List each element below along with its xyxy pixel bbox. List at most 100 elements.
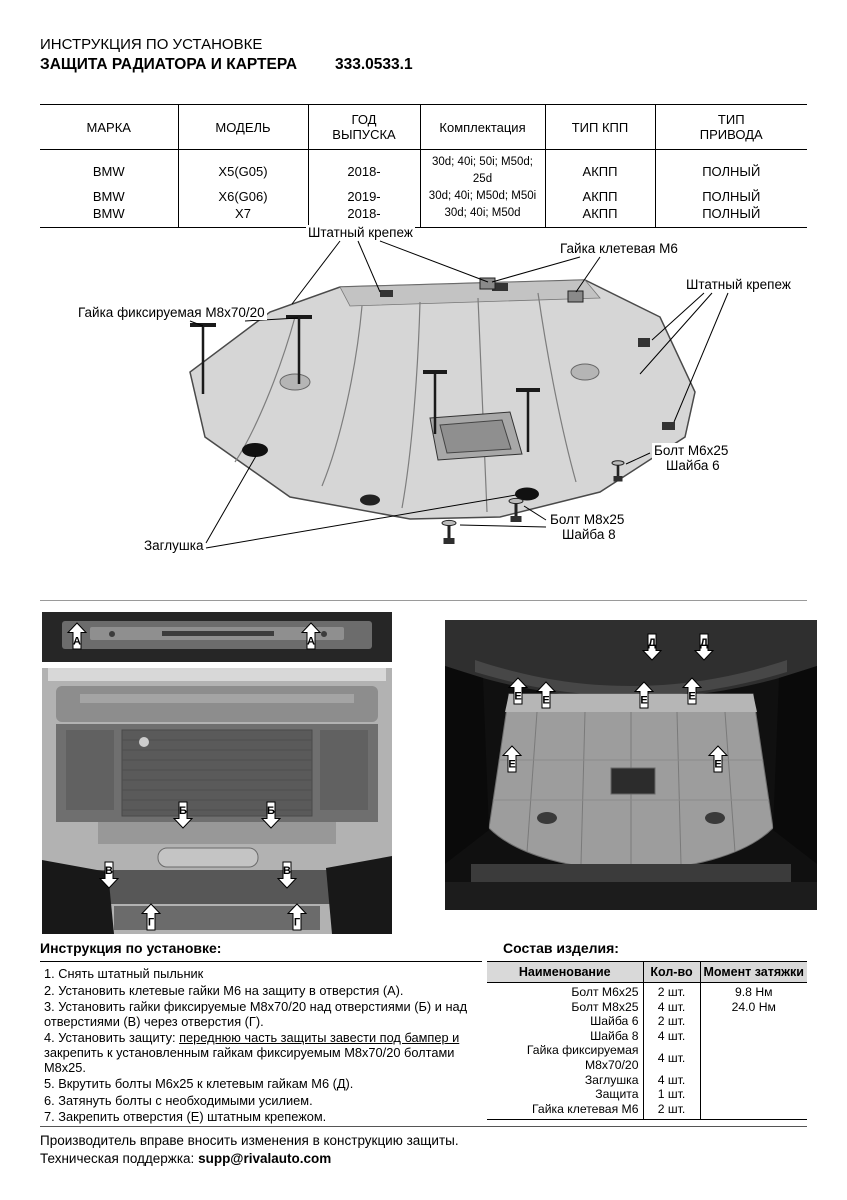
- part-qty: 4 шт.: [643, 1043, 701, 1073]
- part-name: Защита: [487, 1087, 644, 1102]
- step-3: 3. Установить гайки фиксируемые М8х70/20…: [44, 999, 468, 1029]
- cell-brand: BMW: [40, 188, 179, 205]
- parts-table: Наименование Кол-во Момент затяжки Болт …: [487, 961, 807, 1121]
- svg-text:В: В: [283, 865, 291, 877]
- step-5: 5. Вкрутить болты М6х25 к клетевым гайка…: [44, 1076, 354, 1092]
- table-row: Болт М8х25 4 шт. 24.0 Нм: [487, 999, 807, 1015]
- cell-year: 2019-: [308, 188, 421, 205]
- cell-trim: 30d; 40i; 50i; M50d; 25d: [420, 149, 546, 188]
- exploded-diagram: Штатный крепеж Гайка клетевая М6 Штатный…: [40, 222, 807, 600]
- instructions-steps: 1. Снять штатный пыльник 2. Установить к…: [40, 961, 482, 1125]
- svg-text:Е: Е: [508, 759, 515, 771]
- table-row: Болт М6х25 2 шт. 9.8 Нм: [487, 982, 807, 1000]
- svg-text:Е: Е: [542, 695, 549, 707]
- part-torque: 24.0 Нм: [731, 999, 776, 1014]
- table-row: Гайка клетевая М6 2 шт.: [487, 1101, 807, 1120]
- marker-a-2: А: [300, 622, 322, 650]
- cage-nut-icon: [479, 277, 584, 303]
- cell-trim: 30d; 40i; M50d: [420, 205, 546, 228]
- photo-left-svg: А А Б Б В В Г: [42, 612, 392, 934]
- part-name: Гайка клетевая М6: [487, 1101, 644, 1120]
- part-name: Шайба 8: [487, 1028, 644, 1044]
- step-4-underlined: переднюю часть защиты завести под бампер…: [179, 1030, 460, 1046]
- cell-brand: BMW: [40, 205, 179, 228]
- label-bolt-m6-group: Болт М6х25 Шайба 6: [652, 443, 731, 473]
- step-4-post: закрепить к установленным гайкам фиксиру…: [44, 1044, 455, 1075]
- part-name: Шайба 6: [487, 1014, 644, 1029]
- step-2: 2. Установить клетевые гайки М6 на защит…: [44, 982, 404, 998]
- photo-left-strip: [42, 612, 392, 662]
- step-4-pre: 4. Установить защиту:: [44, 1030, 180, 1046]
- part-qty: 4 шт.: [643, 999, 701, 1015]
- fitment-header-brand: МАРКА: [40, 104, 179, 150]
- photo-right-main: [445, 620, 817, 910]
- label-oem-fastener-right: Штатный крепеж: [684, 277, 793, 292]
- step-6: 6. Затянуть болты с необходимыми усилием…: [44, 1092, 313, 1108]
- cell-drive: ПОЛНЫЙ: [702, 163, 761, 179]
- parts-header-qty: Кол-во: [643, 961, 701, 983]
- svg-text:А: А: [73, 636, 81, 648]
- installation-instructions: Инструкция по установке: 1. Снять штатны…: [40, 940, 482, 1127]
- marker-v-1: В: [98, 861, 120, 889]
- marker-d-1: Д: [641, 633, 663, 661]
- cell-drive: ПОЛНЫЙ: [702, 189, 761, 204]
- svg-text:В: В: [105, 865, 113, 877]
- cell-brand: BMW: [40, 149, 179, 188]
- photo-left-main: [42, 668, 392, 934]
- exploded-view-svg: [189, 240, 729, 549]
- table-row: Шайба 6 2 шт.: [487, 1014, 807, 1029]
- table-row: Гайка фиксируемая М8х70/20 4 шт.: [487, 1043, 807, 1073]
- fitment-header-year: ГОД ВЫПУСКА: [308, 104, 421, 150]
- cell-model: X7: [178, 205, 309, 228]
- svg-text:Е: Е: [714, 759, 721, 771]
- svg-text:Г: Г: [294, 917, 301, 929]
- svg-text:Е: Е: [688, 691, 695, 703]
- marker-d-2: Д: [693, 633, 715, 661]
- step-7: 7. Закрепить отверстия (Е) штатным крепе…: [44, 1109, 327, 1125]
- marker-v-2: В: [276, 861, 298, 889]
- photo-right-svg: Д Д Е Е Е Е Е: [445, 620, 817, 910]
- part-torque: [700, 1014, 807, 1029]
- svg-text:Б: Б: [179, 805, 187, 817]
- fixing-stud-icon: [190, 315, 540, 452]
- fitment-table: МАРКА МОДЕЛЬ ГОД ВЫПУСКА Комплектация ТИ…: [40, 104, 807, 228]
- svg-text:Е: Е: [514, 691, 521, 703]
- marker-e-3: Е: [633, 681, 655, 709]
- fitment-header-trim: Комплектация: [420, 104, 546, 150]
- table-row: BMW X5(G05) 2018- 30d; 40i; 50i; M50d; 2…: [40, 149, 807, 188]
- part-name: Гайка фиксируемая М8х70/20: [487, 1043, 644, 1073]
- marker-a-1: А: [66, 622, 88, 650]
- instructions-title: Инструкция по установке:: [40, 940, 222, 956]
- cell-gearbox: АКПП: [545, 149, 656, 188]
- part-torque: [700, 1043, 807, 1072]
- step-4: 4. Установить защиту: переднюю часть защ…: [40, 1031, 482, 1075]
- doc-footer: Производитель вправе вносить изменения в…: [40, 1133, 459, 1166]
- support-label: Техническая поддержка:: [40, 1151, 195, 1166]
- fitment-header-gearbox: ТИП КПП: [545, 104, 656, 150]
- photo-guard-installed: Д Д Е Е Е Е Е: [445, 620, 817, 910]
- bolt-m8-icon: [441, 497, 524, 544]
- part-qty: 2 шт.: [643, 1101, 701, 1120]
- marker-e-4: Е: [681, 677, 703, 705]
- cell-model: X5(G05): [178, 149, 309, 188]
- step-1: 1. Снять штатный пыльник: [44, 966, 204, 981]
- label-washer-6: Шайба 6: [666, 458, 720, 473]
- part-number: 333.0533.1: [335, 56, 413, 73]
- cell-trim: 30d; 40i; M50d; M50i: [420, 188, 546, 205]
- part-qty: 2 шт.: [643, 1014, 701, 1029]
- support-line: Техническая поддержка: supp@rivalauto.co…: [40, 1151, 459, 1166]
- table-row: BMW X7 2018- 30d; 40i; M50d АКПП ПОЛНЫЙ: [40, 205, 807, 228]
- part-qty: 2 шт.: [643, 982, 701, 1000]
- label-cage-nut: Гайка клетевая М6: [558, 241, 680, 256]
- marker-e-1: Е: [507, 677, 529, 705]
- support-email: supp@rivalauto.com: [198, 1151, 332, 1166]
- label-fixing-nut: Гайка фиксируемая М8х70/20: [76, 305, 267, 320]
- parts-list: Состав изделия: Наименование Кол-во Моме…: [487, 940, 807, 1121]
- label-plug: Заглушка: [142, 538, 206, 553]
- doc-header: ИНСТРУКЦИЯ ПО УСТАНОВКЕ ЗАЩИТА РАДИАТОРА…: [40, 36, 413, 74]
- marker-e-2: Е: [535, 681, 557, 709]
- marker-e-5: Е: [501, 745, 523, 773]
- part-name: Болт М8х25: [487, 999, 644, 1015]
- svg-text:А: А: [307, 636, 315, 648]
- svg-text:Д: Д: [700, 637, 708, 649]
